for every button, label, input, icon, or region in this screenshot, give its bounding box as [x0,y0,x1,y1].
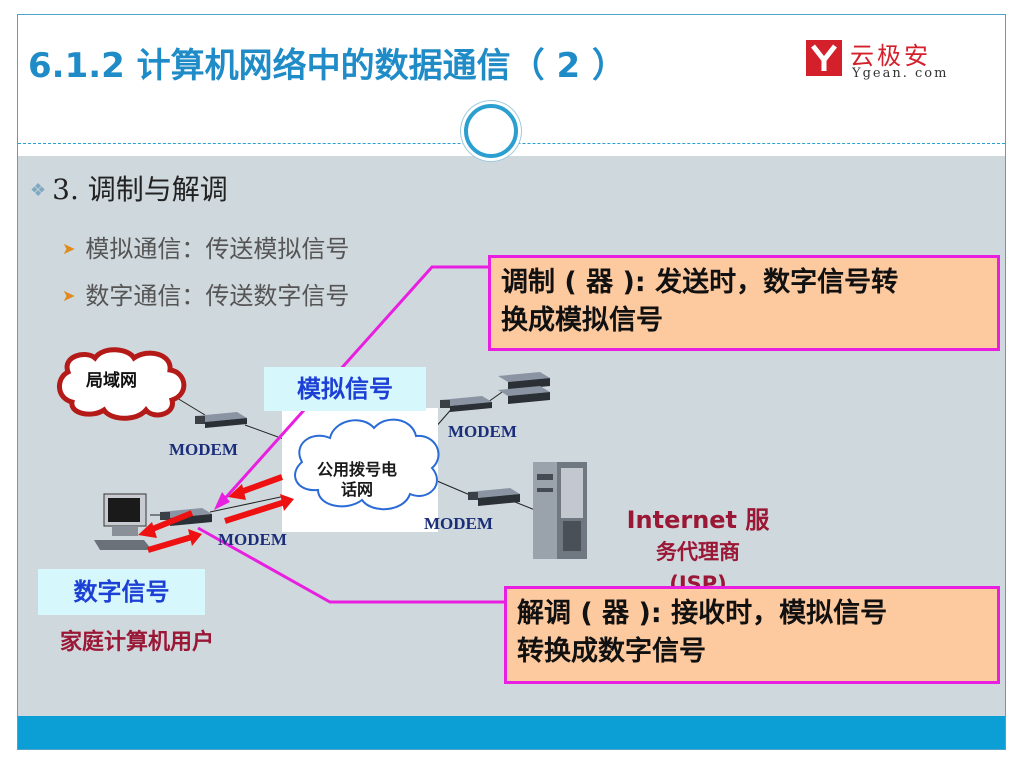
server-icon [498,372,550,404]
callout-line: 转换成数字信号 [517,633,987,671]
modem-label-isp: MODEM [424,514,493,534]
callout-line: 换成模拟信号 [501,302,987,340]
modem-label-lan: MODEM [169,440,238,460]
computer-icon [94,494,152,550]
isp-label-line: 务代理商 [604,536,792,568]
data-flow-arrow [148,529,202,550]
data-flow-arrow [228,477,282,500]
callout-line: 调制 ( 器 ): 发送时，数字信号转 [501,264,987,302]
analog-signal-label: 模拟信号 [264,367,426,411]
callout-modulation: 调制 ( 器 ): 发送时，数字信号转 换成模拟信号 [488,255,1000,351]
digital-signal-label: 数字信号 [38,569,205,615]
modem-icon [468,488,520,506]
cloud-label-line: 话网 [302,480,412,500]
cloud-label-line: 公用拨号电 [302,460,412,480]
isp-server-icon [533,462,587,559]
modem-icon [440,396,492,412]
callout-line: 解调 ( 器 ): 接收时，模拟信号 [517,595,987,633]
modem-label-home: MODEM [218,530,287,550]
callout-demodulation: 解调 ( 器 ): 接收时，模拟信号 转换成数字信号 [504,586,1000,684]
modem-icon [195,412,247,428]
home-user-label: 家庭计算机用户 [60,624,214,656]
modem-label-server: MODEM [448,422,517,442]
cloud-label: 公用拨号电 话网 [302,460,412,500]
isp-label-line: Internet 服 [604,504,792,536]
lan-label: 局域网 [86,366,137,391]
